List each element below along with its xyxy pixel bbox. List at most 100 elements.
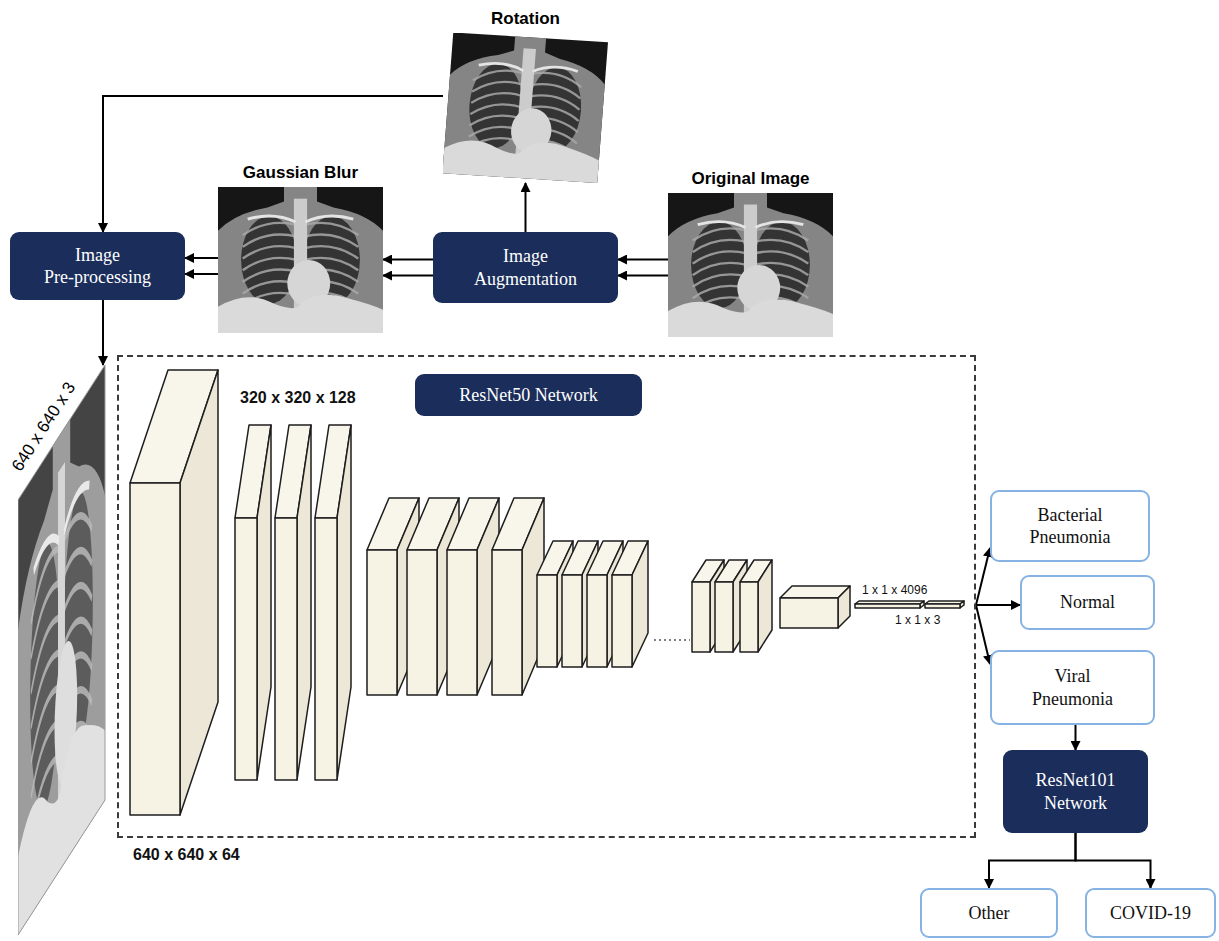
layer-block	[315, 425, 351, 780]
xray-rib	[63, 527, 92, 608]
layer-face	[235, 518, 257, 780]
xray-picture	[443, 33, 608, 183]
process-box: ResNet101 Network	[1003, 750, 1148, 833]
text-word: Pneumonia	[1032, 689, 1113, 709]
layer-face	[838, 586, 850, 628]
xray-clavicle	[479, 62, 524, 71]
xray-lung	[30, 522, 60, 829]
xray-rib	[63, 492, 92, 573]
connector-line	[989, 833, 1076, 888]
text-word: Augmentation	[474, 269, 577, 289]
layer-face	[715, 582, 733, 652]
xray-rib	[693, 240, 747, 252]
connector-line	[102, 300, 104, 365]
class-box: Normal	[1020, 575, 1155, 630]
xray-rib	[754, 251, 808, 263]
arrow-connector	[383, 260, 433, 276]
layer-face	[612, 575, 632, 667]
layer-face	[492, 550, 522, 695]
layer-face	[297, 425, 311, 780]
xray-ground	[443, 33, 608, 183]
arrow-connector	[1076, 833, 1151, 888]
layer-block	[855, 601, 924, 608]
xray-content	[668, 193, 833, 337]
xray-rib	[243, 258, 297, 270]
xray-ground	[668, 193, 833, 337]
xray-content	[443, 33, 608, 183]
xray-body	[218, 187, 383, 333]
image-panel: Rotation	[443, 33, 608, 183]
xray-clavicle	[533, 66, 578, 75]
arrow-connector	[525, 183, 526, 232]
connectors	[103, 96, 1151, 888]
arrow-connector	[989, 833, 1076, 888]
image-panel: Gaussian Blur	[218, 187, 383, 333]
xray-rib	[754, 240, 808, 252]
xray-clavicle	[34, 523, 59, 580]
layer-blocks	[130, 370, 964, 815]
box-label: Image Augmentation	[466, 245, 586, 290]
network-region: ResNet50 Network	[117, 355, 976, 838]
image-panel: Original Image	[668, 193, 833, 337]
layer-face	[257, 425, 271, 780]
xray-clavicle	[698, 222, 746, 228]
text-word: Image	[503, 246, 548, 266]
layer-face	[925, 604, 960, 608]
connector-line	[1075, 725, 1077, 750]
dimension-label: 640 x 640 x 64	[133, 846, 240, 864]
text-word: Pre-processing	[44, 267, 151, 287]
box-label: Bacterial Pneumonia	[1015, 504, 1125, 549]
xray-rib	[693, 228, 747, 240]
connector-line	[618, 275, 668, 277]
box-label: ResNet101 Network	[1026, 769, 1126, 814]
layer-face	[537, 575, 557, 667]
layer-face	[780, 598, 838, 628]
text-word: Viral	[1055, 666, 1091, 686]
layer-face	[447, 550, 477, 695]
arrow-connector	[976, 605, 990, 664]
class-box: Bacterial Pneumonia	[990, 490, 1150, 562]
box-label: COVID-19	[1110, 902, 1191, 925]
image-heading: Gaussian Blur	[243, 163, 358, 183]
box-label: Other	[969, 902, 1010, 925]
xray-diaphragm	[668, 299, 833, 337]
xray-rib	[243, 234, 297, 246]
text-word: Other	[969, 903, 1010, 923]
connector-line	[185, 257, 218, 259]
layer-block	[780, 586, 850, 628]
connector-line	[1076, 833, 1151, 888]
dotted-continuation	[654, 639, 690, 641]
xray-rib	[304, 234, 358, 246]
xray-ground	[218, 187, 383, 333]
xray-picture	[668, 193, 833, 337]
process-box: Image Augmentation	[433, 232, 618, 303]
layer-block	[740, 560, 772, 652]
connector-line	[976, 548, 990, 605]
input-image: 640 x 640 x 3	[18, 365, 108, 935]
layer-face	[855, 604, 920, 608]
connector-line	[383, 259, 433, 261]
layer-face	[758, 560, 772, 652]
text-word: Pneumonia	[1030, 527, 1111, 547]
layer-block	[612, 541, 648, 667]
connector-line	[976, 605, 990, 664]
layer-block	[492, 498, 544, 695]
dimension-label: 320 x 320 x 128	[240, 389, 356, 407]
text-word: Network	[1044, 793, 1107, 813]
layer-face	[632, 541, 648, 667]
arrow-connector	[1075, 725, 1076, 750]
xray-rib	[243, 223, 297, 235]
arrow-connector	[976, 605, 1020, 606]
xray-diaphragm	[218, 295, 383, 333]
xray-clavicle	[64, 476, 89, 533]
connector-line	[976, 604, 1020, 606]
xray-rib	[304, 223, 358, 235]
layer-face	[407, 550, 437, 695]
layer-face	[337, 425, 351, 780]
layer-block	[130, 370, 218, 815]
layer-face	[367, 550, 397, 695]
layer-face	[740, 582, 758, 652]
xray-picture	[218, 187, 383, 333]
xray-clavicle	[305, 216, 353, 222]
layer-face	[315, 518, 337, 780]
